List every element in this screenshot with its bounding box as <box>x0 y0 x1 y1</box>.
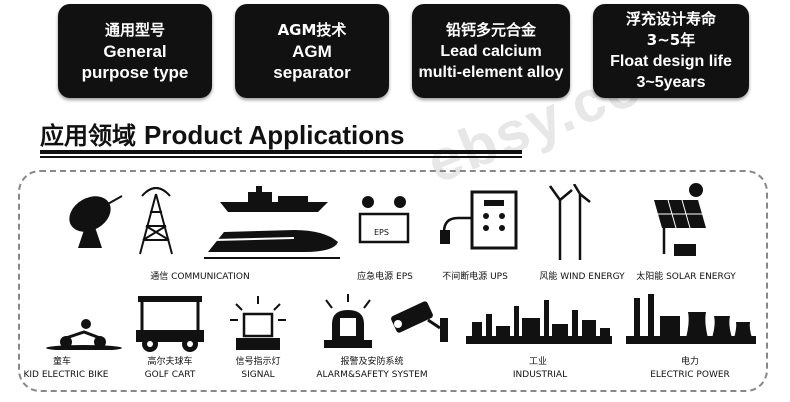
badge-line: Float design life <box>610 53 732 70</box>
label-ups: 不间断电源 UPS <box>442 272 508 282</box>
badge-line: General <box>103 41 167 61</box>
badge-line: multi-element alloy <box>418 63 564 81</box>
label-power-cn: 电力 <box>680 357 700 367</box>
section-title-en: Product Applications <box>144 120 405 150</box>
label-communication: 通信 COMMUNICATION <box>150 272 250 282</box>
kid-bike-icon <box>46 319 122 350</box>
solar-panel-icon <box>654 183 706 256</box>
section-title: 应用领域 Product Applications <box>40 116 405 151</box>
label-signal-cn: 信号指示灯 <box>235 357 281 367</box>
label-golf-cart-cn: 高尔夫球车 <box>147 357 193 367</box>
feature-badge-general: 通用型号 General purpose type <box>58 4 212 98</box>
feature-badge-agm: AGM技术 AGM separator <box>235 4 389 98</box>
label-solar-energy: 太阳能 SOLAR ENERGY <box>636 272 736 282</box>
badge-line: separator <box>273 62 351 82</box>
title-underline-thin <box>40 156 522 158</box>
label-kid-bike-cn: 童车 <box>52 357 72 367</box>
badge-line: AGM <box>292 41 332 61</box>
badge-line: AGM技术 <box>277 20 347 39</box>
golf-cart-icon <box>136 296 204 352</box>
label-industrial-cn: 工业 <box>528 357 548 367</box>
badge-line: Lead calcium <box>440 42 542 60</box>
feature-badge-alloy: 铅钙多元合金 Lead calcium multi-element alloy <box>412 4 570 98</box>
badge-line: 通用型号 <box>104 20 165 39</box>
label-wind-energy: 风能 WIND ENERGY <box>539 272 625 282</box>
feature-badge-float-life: 浮充设计寿命 3~5年 Float design life 3~5years <box>593 4 749 98</box>
badge-line: 浮充设计寿命 <box>625 10 716 28</box>
label-industrial-en: INDUSTRIAL <box>512 370 568 380</box>
label-kid-bike-en: KID ELECTRIC BIKE <box>23 370 109 380</box>
ups-icon <box>440 190 518 250</box>
industrial-skyline-icon <box>466 300 612 344</box>
security-camera-icon <box>391 301 448 342</box>
section-title-cn: 应用领域 <box>40 122 136 150</box>
satellite-dish-icon <box>69 195 123 248</box>
title-underline <box>40 150 522 154</box>
label-power-en: ELECTRIC POWER <box>650 370 730 380</box>
wind-turbine-icon <box>548 184 591 260</box>
badge-line: 3~5years <box>636 74 706 91</box>
alarm-light-icon <box>324 294 372 348</box>
eps-box-label: EPS <box>374 228 389 237</box>
label-signal-en: SIGNAL <box>241 370 275 380</box>
badge-line: 3~5年 <box>646 31 696 49</box>
badge-line: 铅钙多元合金 <box>445 20 536 39</box>
train-icon <box>204 230 340 259</box>
power-plant-icon <box>626 294 756 344</box>
applications-frame <box>18 170 768 392</box>
label-emergency-eps: 应急电源 EPS <box>357 272 413 282</box>
label-alarm-cn: 报警及安防系统 <box>340 357 404 367</box>
signal-light-icon <box>230 296 286 350</box>
ship-icon <box>220 186 328 212</box>
badge-line: purpose type <box>81 62 189 82</box>
label-alarm-en: ALARM&SAFETY SYSTEM <box>316 370 428 380</box>
label-golf-cart-en: GOLF CART <box>144 370 196 380</box>
signal-tower-icon <box>139 187 173 255</box>
emergency-light-icon <box>358 196 410 244</box>
